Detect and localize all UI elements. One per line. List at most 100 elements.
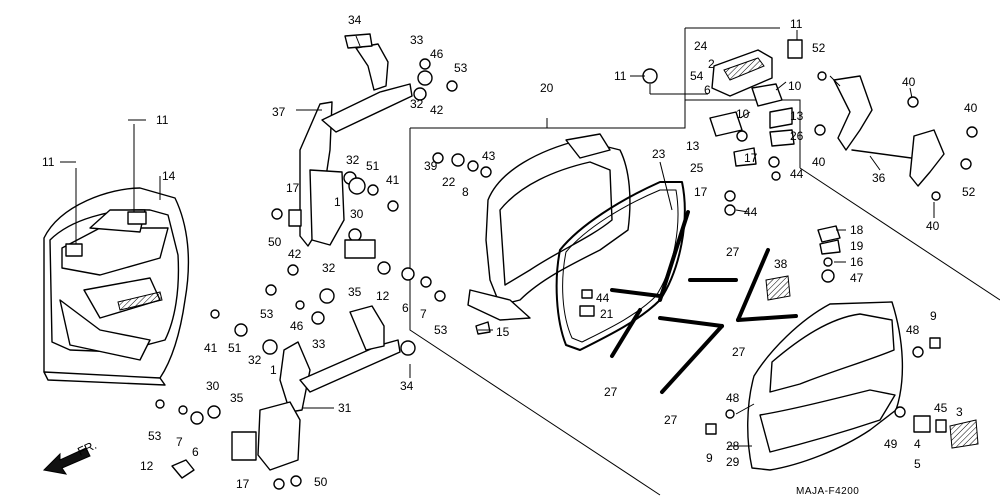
callout-27-b: 27 [732,345,746,359]
callout-7-low: 7 [176,435,183,449]
callout-41-low: 41 [204,341,218,355]
callout-30-mid: 30 [350,207,364,221]
callout-7-mid: 7 [420,307,427,321]
callout-17-low: 17 [236,477,250,491]
callout-47: 47 [850,271,864,285]
callout-45: 45 [934,401,948,415]
callout-34-top: 34 [348,13,362,27]
callout-21: 21 [600,307,614,321]
callout-1-mid: 1 [334,195,341,209]
callout-26: 26 [790,129,804,143]
bracket-arm-lower [231,305,401,471]
callout-16: 16 [850,255,864,269]
right-saddlebag-part [747,301,904,471]
callout-28: 28 [726,439,740,453]
callout-27-a: 27 [726,245,740,259]
callout-labels: 34 33 46 53 32 42 37 11 11 14 32 51 41 1… [42,13,978,497]
front-arrow-indicator: FR. [42,438,99,475]
callout-44-mid: 44 [596,291,610,305]
stay-rods [610,210,798,394]
callout-50-low: 50 [314,475,328,489]
latch-bracket-part [814,75,978,201]
right-small-parts [705,225,979,449]
callout-40-c: 40 [812,155,826,169]
callout-6-low: 6 [192,445,199,459]
callout-48-right: 48 [906,323,920,337]
callout-44-top: 44 [790,167,804,181]
callout-40-a: 40 [902,75,916,89]
callout-54: 54 [690,69,704,83]
callout-41-mid: 41 [386,173,400,187]
diagram-code: MAJA-F4200 [796,486,859,497]
inner-bag-part [467,133,631,321]
callout-32-top: 32 [410,97,424,111]
callout-11-left-a: 11 [156,113,169,127]
callout-12-low: 12 [140,459,154,473]
callout-38: 38 [774,257,788,271]
callout-9-low: 9 [706,451,713,465]
left-saddlebag-part [43,187,190,386]
callout-36: 36 [872,171,886,185]
callout-32-low: 32 [322,261,336,275]
callout-10-a: 10 [788,79,802,93]
callout-17-top: 17 [744,151,758,165]
callout-10-b: 10 [736,107,750,121]
callout-25: 25 [690,161,704,175]
callout-48-low: 48 [726,391,740,405]
callout-4: 4 [914,437,921,451]
callout-37: 37 [272,105,286,119]
callout-35-mid: 35 [348,285,362,299]
callout-43: 43 [482,149,496,163]
callout-13-b: 13 [686,139,700,153]
callout-35-low: 35 [230,391,244,405]
callout-3: 3 [956,405,963,419]
callout-1-low: 1 [270,363,277,377]
callout-23: 23 [652,147,666,161]
callout-30-low: 30 [206,379,220,393]
callout-27-d: 27 [664,413,678,427]
callout-11-top-mid: 11 [614,69,627,83]
callout-31: 31 [338,401,352,415]
callout-49: 49 [884,437,898,451]
callout-42-mid: 42 [288,247,302,261]
callout-53-mid: 53 [434,323,448,337]
callout-39: 39 [424,159,438,173]
callout-13-a: 13 [790,109,804,123]
callout-27-c: 27 [604,385,618,399]
callout-52-top: 52 [812,41,826,55]
callout-29: 29 [726,455,740,469]
callout-8: 8 [462,185,469,199]
callout-44-right: 44 [744,205,758,219]
callout-33-top: 33 [410,33,424,47]
callout-33-low: 33 [312,337,326,351]
callout-14: 14 [162,169,176,183]
callout-15: 15 [496,325,510,339]
callout-12-mid: 12 [376,289,390,303]
callout-32-bottom: 32 [248,353,262,367]
callout-53-left: 53 [260,307,274,321]
callout-40-d: 40 [926,219,940,233]
callout-46-low: 46 [290,319,304,333]
bracket-arm-upper [299,33,413,247]
inner-assembly-frame [409,27,1000,496]
callout-9-right: 9 [930,309,937,323]
callout-5: 5 [914,457,921,471]
left-hardware [155,58,458,490]
callout-6-top: 6 [704,83,711,97]
callout-51-mid: 51 [366,159,380,173]
callout-17-right: 17 [694,185,708,199]
middle-hardware [432,152,595,335]
callout-42-top: 42 [430,103,444,117]
callout-34-low: 34 [400,379,414,393]
callout-20: 20 [540,81,554,95]
callout-46-top: 46 [430,47,444,61]
callout-19: 19 [850,239,864,253]
callout-40-b: 40 [964,101,978,115]
callout-51-low: 51 [228,341,242,355]
callout-11-top-right: 11 [790,17,803,31]
front-label: FR. [75,438,98,459]
callout-32-mid: 32 [346,153,360,167]
callout-17-mid: 17 [286,181,300,195]
callout-2: 2 [708,57,715,71]
